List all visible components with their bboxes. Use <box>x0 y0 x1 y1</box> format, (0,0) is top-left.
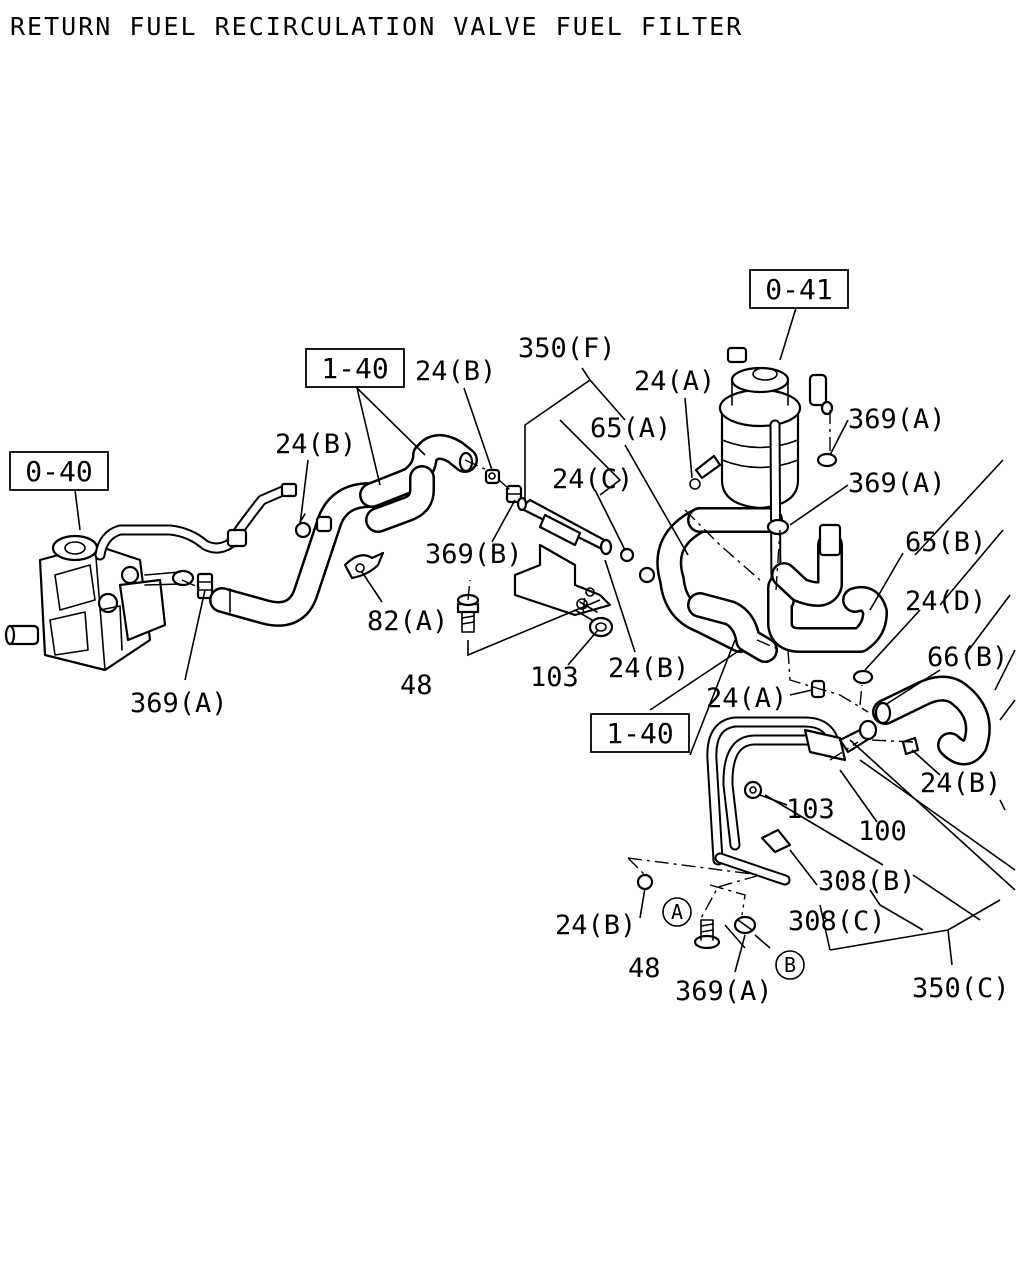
return-pipe-lower <box>706 716 878 886</box>
return-hose-long <box>209 480 418 627</box>
marker-a-label: A <box>671 900 683 924</box>
ref-box-pump[interactable]: 0-40 <box>9 451 109 491</box>
ref-box-pipe-top[interactable]: 1-40 <box>305 348 405 388</box>
hose-65a-drawing <box>656 507 783 663</box>
marker-a: A <box>662 897 692 927</box>
filter-outlet-tubes <box>767 419 888 653</box>
label-308c: 308(C) <box>788 906 886 937</box>
hose-66b-drawing <box>872 675 991 766</box>
ref-box-filter[interactable]: 0-41 <box>749 269 849 309</box>
clamp-24b-right-drawing <box>901 736 920 756</box>
return-pipe-upper <box>315 434 478 533</box>
clamp-24d-drawing <box>852 669 874 685</box>
label-24c: 24(C) <box>552 464 633 495</box>
label-350c: 350(C) <box>912 973 1010 1004</box>
clamp-24b-low-drawing <box>636 873 654 891</box>
label-369a-low: 369(A) <box>675 976 773 1007</box>
bolt-48-mid-drawing <box>456 593 480 633</box>
ref-box-pipe-bottom[interactable]: 1-40 <box>590 713 690 753</box>
label-24b-left: 24(B) <box>275 429 356 460</box>
label-369a-right2: 369(A) <box>848 468 946 499</box>
clip-369a-low-drawing <box>733 915 757 935</box>
clip-369a-right1-drawing <box>816 452 838 468</box>
part-labels: 350(F) 24(B) 24(B) 24(A) 65(A) 369(A) 36… <box>130 333 1010 1007</box>
label-308b: 308(B) <box>818 866 916 897</box>
clamp-24b-upper-drawing <box>484 468 501 485</box>
marker-b-label: B <box>784 953 796 977</box>
clamp-24b-left-drawing <box>294 513 312 539</box>
label-369a-left: 369(A) <box>130 688 228 719</box>
marker-b: B <box>775 950 805 980</box>
ref-box-pump-label: 0-40 <box>25 455 92 488</box>
clip-369a-right2-drawing <box>766 518 790 536</box>
label-66b: 66(B) <box>927 642 1008 673</box>
ref-box-pipe-bottom-label: 1-40 <box>606 717 673 750</box>
label-103-low: 103 <box>786 794 835 825</box>
label-24a-mid: 24(A) <box>706 683 787 714</box>
label-103-mid: 103 <box>530 662 579 693</box>
assembly-dashed-lines <box>181 410 914 921</box>
nut-103-mid-drawing <box>574 601 614 638</box>
clamp-24b-mid-drawing <box>638 566 656 584</box>
label-100: 100 <box>858 816 907 847</box>
label-24b-top: 24(B) <box>415 356 496 387</box>
label-65a: 65(A) <box>590 413 671 444</box>
label-369a-right1: 369(A) <box>848 404 946 435</box>
diagram-title: RETURN FUEL RECIRCULATION VALVE FUEL FIL… <box>10 12 744 41</box>
label-24b-low: 24(B) <box>555 910 636 941</box>
label-24a-top: 24(A) <box>634 366 715 397</box>
ref-box-filter-label: 0-41 <box>765 273 832 306</box>
label-24b-mid: 24(B) <box>608 653 689 684</box>
clamp-24c-drawing <box>619 547 635 563</box>
label-24b-right: 24(B) <box>920 768 1001 799</box>
leader-lines <box>74 307 1016 973</box>
label-82a: 82(A) <box>367 606 448 637</box>
pump-return-line <box>94 482 298 561</box>
recirculation-valve-drawing <box>513 496 613 617</box>
label-48-low: 48 <box>628 953 661 984</box>
label-350f: 350(F) <box>518 333 616 364</box>
bracket-82a-drawing <box>343 551 385 580</box>
label-369b: 369(B) <box>425 539 523 570</box>
clip-369a-left-drawing <box>196 572 214 600</box>
injection-pump-drawing <box>4 534 195 672</box>
ref-box-pipe-top-label: 1-40 <box>321 352 388 385</box>
label-65b: 65(B) <box>905 527 986 558</box>
bolt-48-low-drawing <box>693 919 721 950</box>
label-48-mid: 48 <box>400 670 433 701</box>
label-24d: 24(D) <box>905 586 986 617</box>
